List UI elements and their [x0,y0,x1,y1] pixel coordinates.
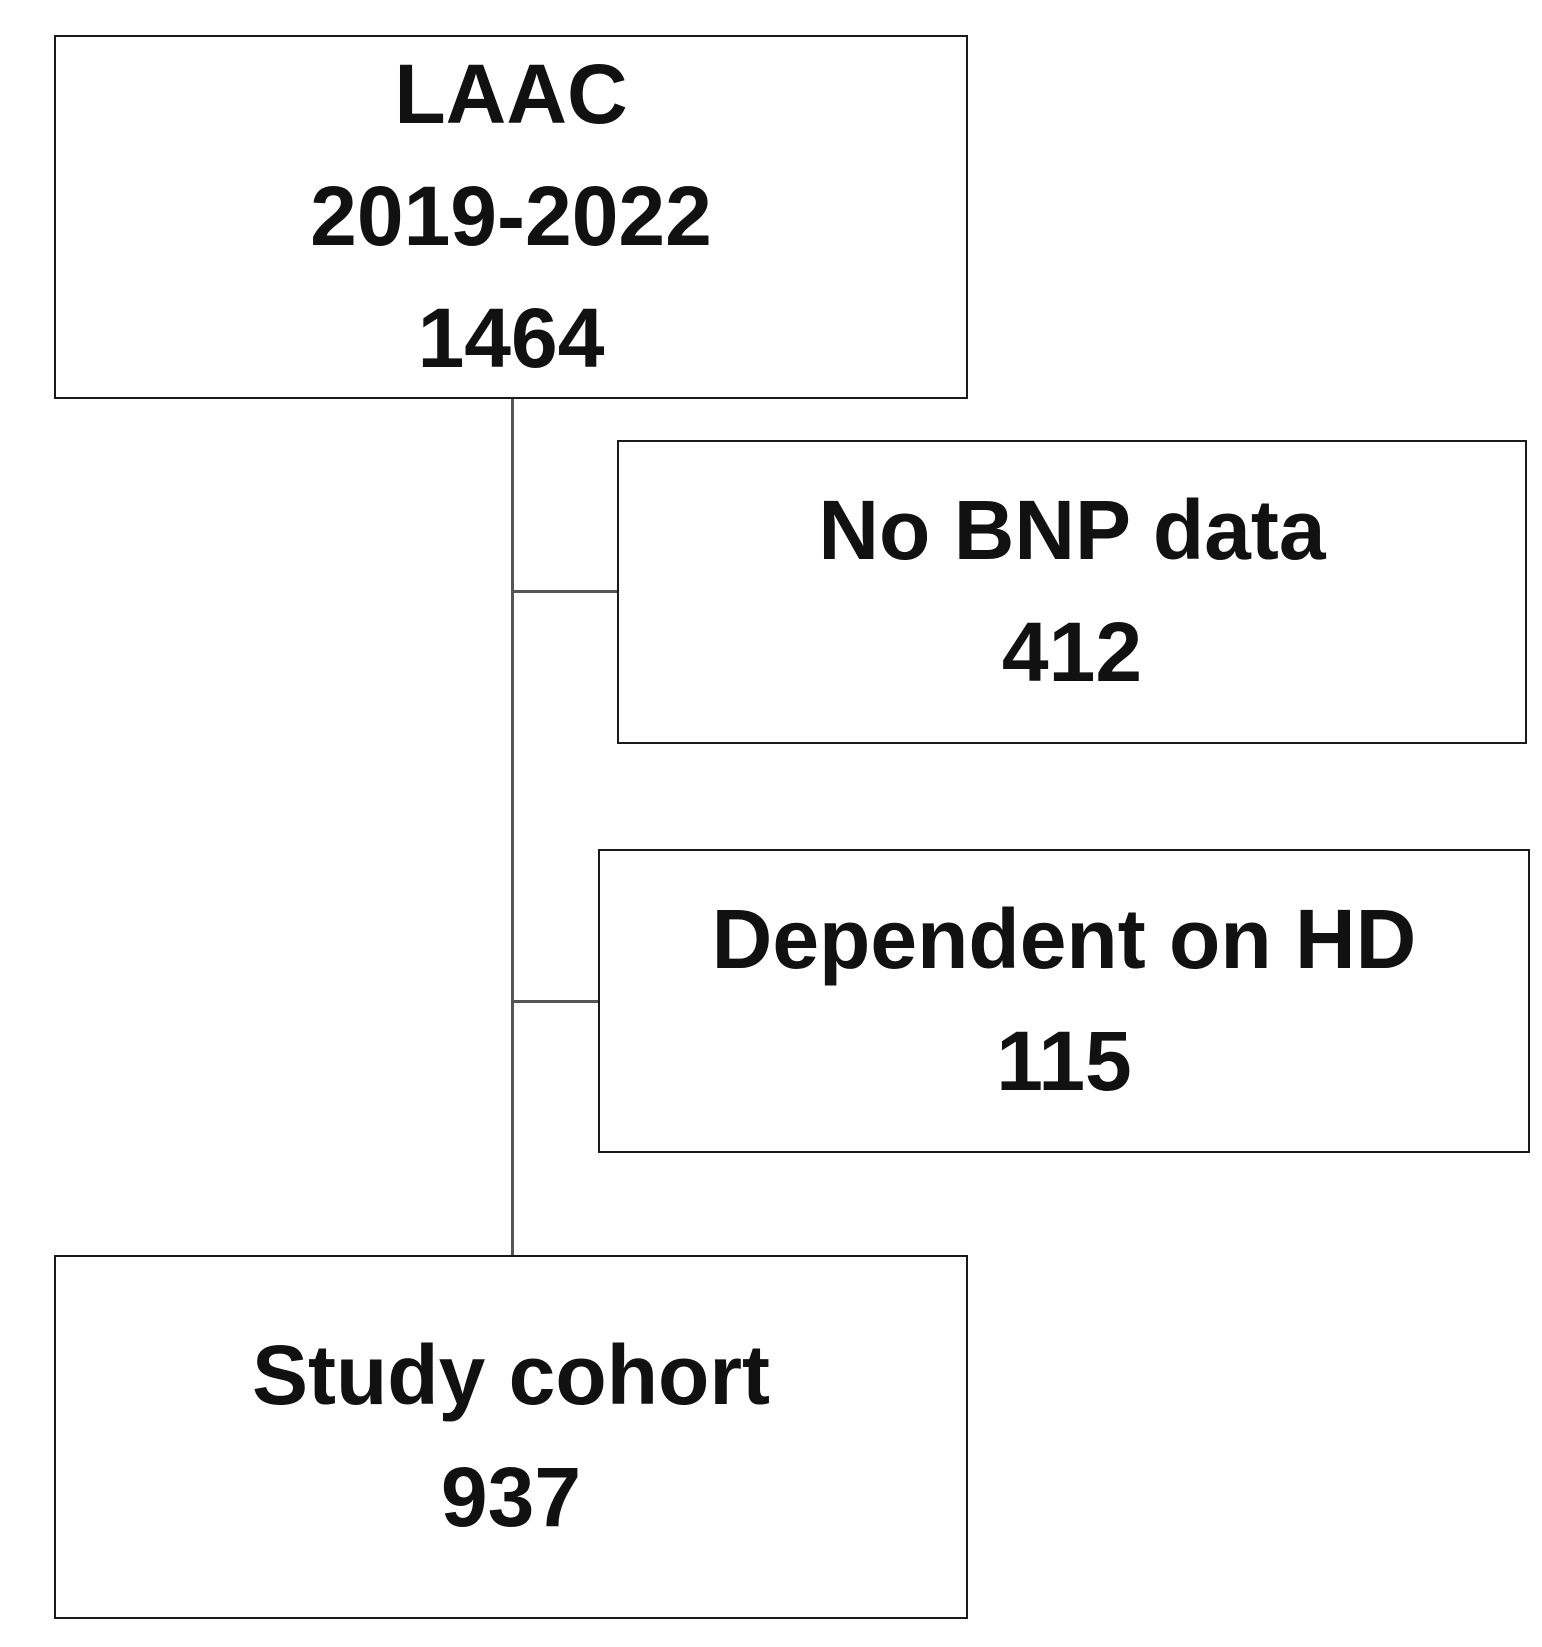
cohort-count: 937 [440,1450,582,1544]
cohort-label: Study cohort [252,1328,770,1423]
source-period: 2019-2022 [310,169,712,264]
flow-connector-exclusion-2 [512,1000,598,1003]
exclusion-count: 412 [1001,605,1143,699]
exclusion-label: No BNP data [818,483,1326,578]
exclusion-box-hd: Dependent on HD 115 [598,849,1530,1153]
source-title: LAAC [394,47,628,142]
exclusion-box-no-bnp: No BNP data 412 [617,440,1527,744]
source-count: 1464 [417,290,605,385]
flow-connector-vertical [511,399,514,1255]
exclusion-label: Dependent on HD [711,892,1417,987]
exclusion-count: 115 [996,1014,1132,1108]
flow-connector-exclusion-1 [512,590,617,593]
source-population-box: LAAC 2019-2022 1464 [54,35,968,399]
study-cohort-box: Study cohort 937 [54,1255,968,1619]
